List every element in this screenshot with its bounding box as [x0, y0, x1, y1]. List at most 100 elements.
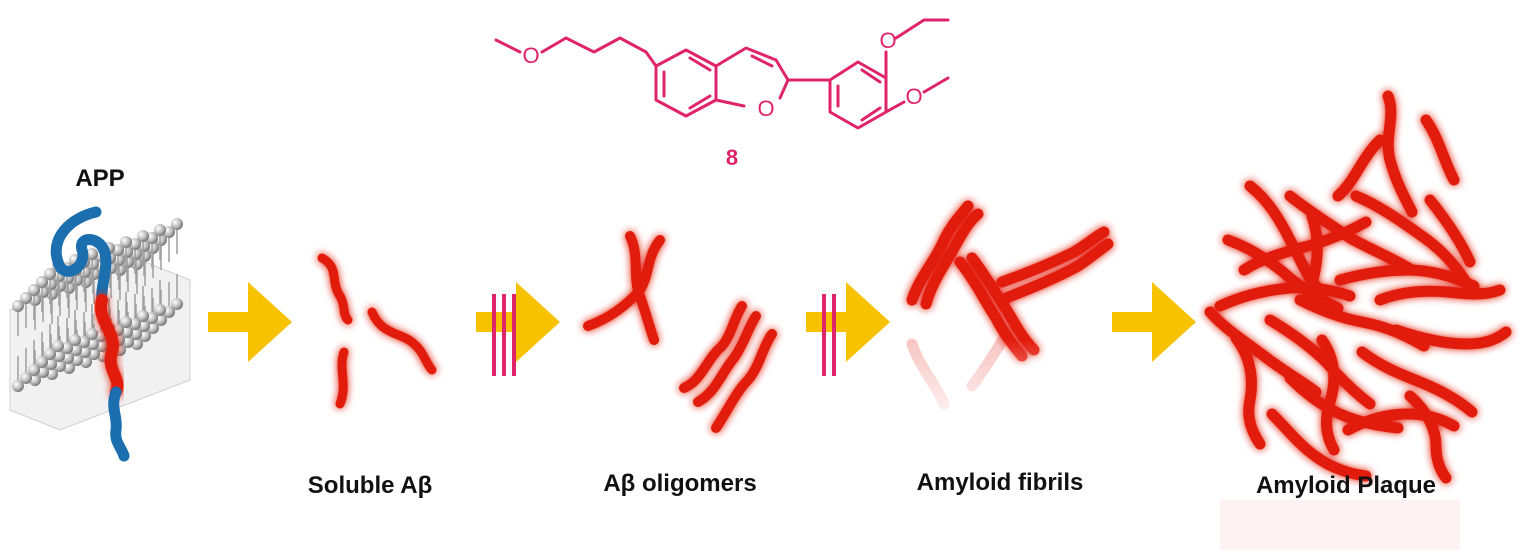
lipid-head	[113, 254, 125, 266]
plaque-strand	[1424, 194, 1476, 268]
stage-labels: APP Soluble Aβ Aβ oligomers Amyloid fibr…	[75, 145, 1436, 499]
lipid-head	[28, 284, 40, 296]
lipid-head	[130, 248, 142, 260]
lipid-head	[52, 340, 64, 352]
lipid-head	[71, 274, 83, 286]
lipid-head	[139, 330, 151, 342]
lipid-head	[137, 310, 149, 322]
lipid-head	[129, 318, 141, 330]
lipid-head	[147, 322, 159, 334]
plaque-strand	[1244, 180, 1324, 294]
lipid-head	[112, 244, 124, 256]
lipid-head	[86, 328, 98, 340]
lipid-head	[131, 338, 143, 350]
plaque-strand	[1390, 324, 1512, 350]
app-protein	[50, 206, 130, 462]
lipid-head	[131, 258, 143, 270]
benzo-double-bond	[688, 56, 712, 72]
lipid-head	[37, 286, 49, 298]
plaque-strand	[1382, 90, 1418, 218]
lipid-head	[63, 282, 75, 294]
lipid-head	[120, 236, 132, 248]
lipid-head	[120, 316, 132, 328]
lipid-head	[163, 226, 175, 238]
lipid-head	[121, 246, 133, 258]
abeta-monomer	[317, 253, 353, 325]
lipid-head	[138, 320, 150, 332]
pathway-arrows	[208, 282, 1196, 362]
lipid-head	[139, 250, 151, 262]
compound-atom-labels: O O O O	[522, 28, 922, 121]
lipid-head	[114, 264, 126, 276]
label-amyloid-plaque: Amyloid Plaque	[1256, 472, 1436, 499]
methoxy-bond-4	[884, 100, 906, 114]
fibril-strand	[920, 208, 984, 310]
fibril-strand	[966, 252, 1040, 356]
methoxy-bond-4	[922, 76, 950, 94]
furan-ring	[774, 58, 790, 100]
lipid-head	[44, 348, 56, 360]
plaque-strand	[1350, 190, 1472, 288]
oxygen-atom-label: O	[757, 96, 774, 121]
lipid-head	[122, 336, 134, 348]
oligomer-strand	[679, 301, 747, 393]
amyloid-plaque-cluster	[1204, 90, 1512, 484]
oligomer-strand	[711, 329, 777, 433]
lipid-head	[80, 356, 92, 368]
lipid-head	[44, 268, 56, 280]
lipid-head	[163, 306, 175, 318]
plaque-strand	[1204, 306, 1322, 398]
lipid-head	[53, 350, 65, 362]
plaque-strand	[1222, 234, 1344, 314]
arrow-soluble-to-oligomers	[476, 282, 560, 362]
lipid-head	[45, 278, 57, 290]
furan-ring	[714, 98, 746, 108]
lipid-head	[70, 344, 82, 356]
lipid-head	[129, 238, 141, 250]
lipid-head	[122, 256, 134, 268]
aryl-double-bond	[860, 106, 882, 122]
lipid-head	[46, 288, 58, 300]
plaque-strand	[1342, 408, 1460, 436]
lipid-head	[29, 374, 41, 386]
lipid-head	[155, 234, 167, 246]
lipid-head	[20, 292, 32, 304]
lipid-head	[29, 294, 41, 306]
aryl-double-bond	[860, 68, 882, 84]
fibril-strand	[1000, 238, 1114, 304]
lipid-head	[12, 300, 24, 312]
lipid-head	[121, 326, 133, 338]
propyl-chain	[540, 36, 658, 68]
lipid-head	[36, 276, 48, 288]
methoxy-bond-3	[894, 18, 926, 40]
lipid-head	[20, 372, 32, 384]
lipid-head	[37, 366, 49, 378]
app-extracellular-domain	[50, 206, 112, 306]
fibril-strand	[996, 226, 1110, 288]
reflection-fade	[890, 340, 1130, 440]
oxygen-atom-label: O	[879, 28, 896, 53]
lipid-head	[54, 280, 66, 292]
lipid-head	[87, 258, 99, 270]
abeta-oligomer-group	[583, 231, 777, 433]
plaque-strand	[1230, 332, 1266, 450]
lipid-head	[36, 356, 48, 368]
oligomer-strand	[625, 231, 659, 345]
furan-ring	[714, 46, 778, 68]
fibril-strand	[906, 200, 974, 306]
lipid-head	[86, 248, 98, 260]
arrow-oligomers-to-fibrils	[806, 282, 890, 362]
lipid-head	[79, 346, 91, 358]
lipid-head	[147, 242, 159, 254]
plaque-strand	[1238, 216, 1372, 276]
label-soluble-abeta: Soluble Aβ	[308, 472, 432, 499]
label-abeta-oligomers: Aβ oligomers	[603, 470, 756, 497]
lipid-head	[78, 336, 90, 348]
plaque-strand	[1316, 334, 1340, 456]
oxygen-atom-label: O	[522, 43, 539, 68]
plaque-strand	[1214, 282, 1356, 312]
benzo-double-bond	[688, 94, 712, 110]
label-amyloid-fibrils: Amyloid fibrils	[917, 469, 1084, 496]
lipid-head	[137, 230, 149, 242]
